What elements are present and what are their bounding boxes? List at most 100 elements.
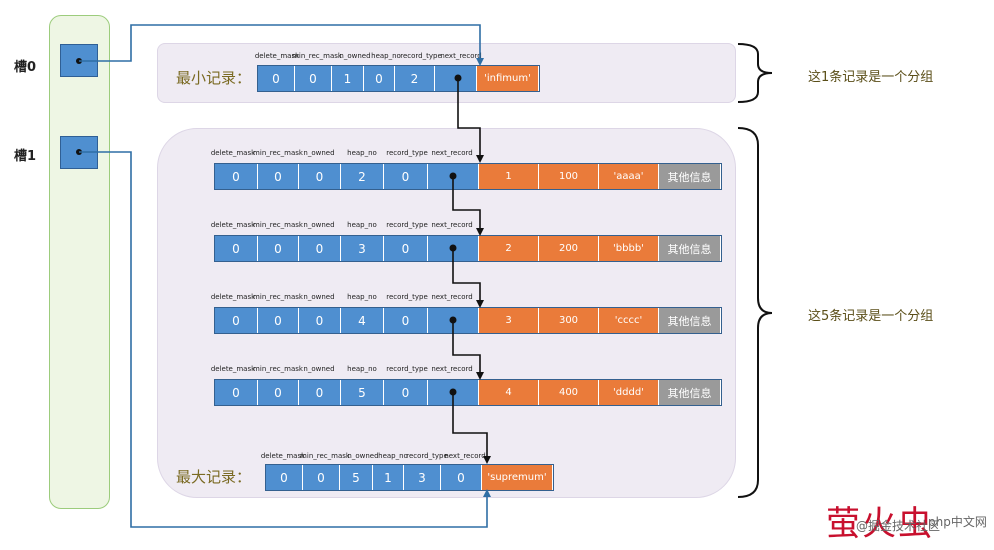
record-header-cell: 0 (384, 308, 428, 333)
record-header-cell: 0 (384, 236, 428, 261)
record-header: n_owned (303, 293, 335, 301)
cell-supremum: 'supremum' (482, 465, 553, 490)
record-header-cell: 0 (258, 164, 299, 189)
next-line-infimum (457, 78, 484, 163)
record-header-cell: 3 (341, 236, 384, 261)
record-header: heap_no (347, 221, 377, 229)
record-data-cell: 4 (479, 380, 539, 405)
record-data-cell: 'aaaa' (599, 164, 659, 189)
cell-infimum: 'infimum' (477, 66, 539, 91)
record-data-cell: 'cccc' (599, 308, 659, 333)
record-other-info-cell: 其他信息 (659, 380, 721, 405)
cell-heap-no: 0 (364, 66, 395, 91)
next-line-rec-3 (452, 320, 484, 380)
header-n-owned: n_owned (339, 52, 371, 60)
record-header-cell: 0 (258, 308, 299, 333)
header-n-owned: n_owned (347, 452, 379, 460)
cell-heap-no: 1 (373, 465, 404, 490)
record-data-cell: 'dddd' (599, 380, 659, 405)
cell-n-owned: 1 (332, 66, 364, 91)
group-2-note: 这5条记录是一个分组 (808, 309, 934, 324)
cell-record-type: 3 (404, 465, 441, 490)
record-header: min_rec_mask (253, 221, 303, 229)
record-header-cell: 0 (215, 308, 258, 333)
brace-group-1 (737, 43, 773, 103)
record-header-cell: 0 (299, 380, 341, 405)
max-record-row[interactable]: 0 0 5 1 3 0 'supremum' (265, 464, 554, 491)
min-record-headers: delete_mask min_rec_mask n_owned heap_no… (255, 52, 545, 64)
record-data-cell: 3 (479, 308, 539, 333)
record-data-cell: 'bbbb' (599, 236, 659, 261)
brace-group-2 (737, 127, 773, 498)
record-header-cell: 0 (258, 380, 299, 405)
record-other-info-cell: 其他信息 (659, 236, 721, 261)
record-header: next_record (431, 149, 473, 157)
slot-1-label: 槽1 (14, 149, 37, 164)
record-data-cell: 300 (539, 308, 599, 333)
max-record-label: 最大记录： (176, 468, 252, 486)
record-header: delete_mask (210, 221, 256, 229)
next-line-rec-1 (452, 176, 484, 236)
record-header: min_rec_mask (253, 149, 303, 157)
record-header-cell: 0 (215, 164, 258, 189)
record-header: n_owned (303, 221, 335, 229)
record-header-cell: 0 (384, 164, 428, 189)
record-header-cell: 2 (341, 164, 384, 189)
cell-n-owned: 5 (340, 465, 373, 490)
header-next-record: next_record (440, 52, 482, 60)
cell-min-rec-mask: 0 (295, 66, 332, 91)
watermark-extra: php中文网 (928, 515, 987, 529)
min-record-label: 最小记录： (176, 69, 252, 87)
record-header: record_type (386, 149, 428, 157)
record-header: min_rec_mask (253, 293, 303, 301)
record-other-info-cell: 其他信息 (659, 164, 721, 189)
record-data-cell: 100 (539, 164, 599, 189)
record-header: delete_mask (210, 365, 256, 373)
record-header: record_type (386, 293, 428, 301)
header-record-type: record_type (406, 452, 448, 460)
cell-delete-mask: 0 (258, 66, 295, 91)
record-header: next_record (431, 365, 473, 373)
record-header-cell: 0 (384, 380, 428, 405)
cell-next-record: 0 (441, 465, 482, 490)
record-header-cell: 5 (341, 380, 384, 405)
cell-min-rec-mask: 0 (303, 465, 340, 490)
header-min-rec-mask: min_rec_mask (292, 52, 342, 60)
header-heap-no: heap_no (378, 452, 408, 460)
record-header-cell: 0 (215, 236, 258, 261)
record-header: delete_mask (210, 149, 256, 157)
slot-0-label: 槽0 (14, 60, 37, 75)
next-line-rec-4 (452, 392, 491, 464)
cell-delete-mask: 0 (266, 465, 303, 490)
header-min-rec-mask: min_rec_mask (300, 452, 350, 460)
record-header-cell: 0 (299, 308, 341, 333)
watermark-site: @掘金技术社区 (856, 519, 941, 533)
header-heap-no: heap_no (371, 52, 401, 60)
record-data-cell: 2 (479, 236, 539, 261)
record-header: heap_no (347, 365, 377, 373)
min-record-row[interactable]: 0 0 1 0 2 'infimum' (257, 65, 540, 92)
cell-record-type: 2 (395, 66, 435, 91)
record-data-cell: 200 (539, 236, 599, 261)
header-delete-mask: delete_mask (254, 52, 300, 60)
record-header: record_type (386, 221, 428, 229)
record-header: next_record (431, 221, 473, 229)
record-header-cell: 4 (341, 308, 384, 333)
record-header: heap_no (347, 293, 377, 301)
record-header: delete_mask (210, 293, 256, 301)
record-header-cell: 0 (299, 164, 341, 189)
record-header: record_type (386, 365, 428, 373)
record-header: next_record (431, 293, 473, 301)
record-other-info-cell: 其他信息 (659, 308, 721, 333)
record-header: min_rec_mask (253, 365, 303, 373)
slot-0-pointer-line (79, 24, 484, 66)
next-line-rec-2 (452, 248, 484, 308)
slot-directory-panel (49, 15, 110, 509)
